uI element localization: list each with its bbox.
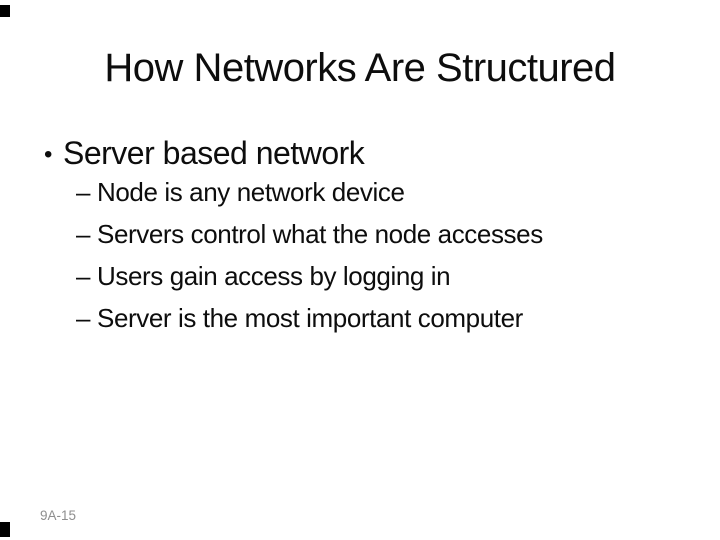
sub-bullet-list: –Node is any network device –Servers con… [76,172,543,340]
sub-bullet-text: Users gain access by logging in [97,261,451,291]
sub-bullet-text: Server is the most important computer [97,303,523,333]
dash-icon: – [76,219,91,249]
dash-icon: – [76,261,91,291]
sub-bullet-text: Node is any network device [97,177,405,207]
sub-bullet-item: –Users gain access by logging in [76,256,543,296]
sub-bullet-item: –Server is the most important computer [76,298,543,338]
dash-icon: – [76,303,91,333]
slide-title: How Networks Are Structured [104,46,616,90]
slide-edge-mark-bottom [0,522,10,537]
slide-number: 9A-15 [40,508,77,523]
slide-edge-mark-top [0,5,10,17]
sub-bullet-item: –Node is any network device [76,172,543,212]
bullet-text: Server based network [63,135,365,171]
bullet-icon: • [44,141,52,168]
bullet-item: • Server based network [44,135,365,171]
sub-bullet-item: –Servers control what the node accesses [76,214,543,254]
dash-icon: – [76,177,91,207]
sub-bullet-text: Servers control what the node accesses [97,219,543,249]
